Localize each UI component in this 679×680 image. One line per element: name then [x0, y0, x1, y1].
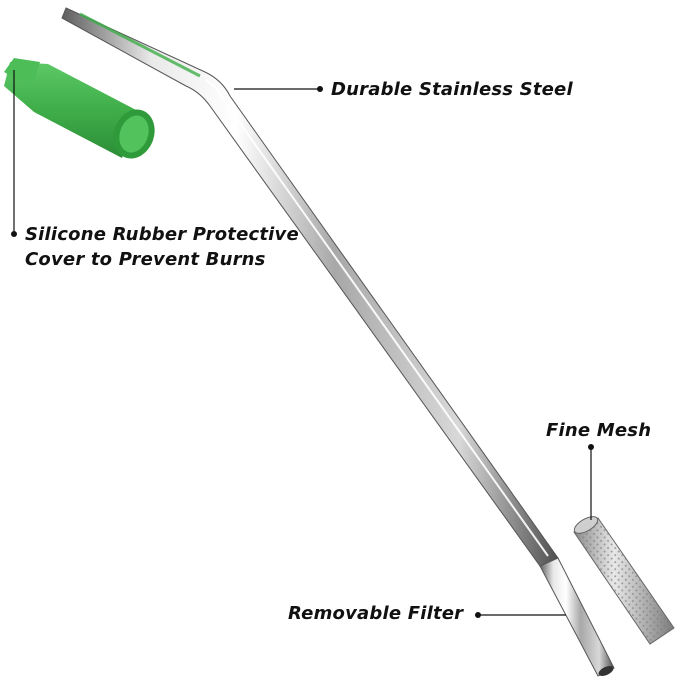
label-removable-filter: Removable Filter: [288, 603, 464, 624]
label-fine-mesh: Fine Mesh: [546, 420, 652, 441]
label-durable-stainless-steel: Durable Stainless Steel: [331, 79, 573, 100]
callout-filter: [475, 612, 566, 618]
silicone-cover: [4, 58, 155, 159]
removable-filter: [539, 557, 615, 677]
label-silicone-cover-line1: Silicone Rubber Protective: [25, 224, 299, 245]
label-silicone-cover-line2: Cover to Prevent Burns: [25, 249, 266, 270]
callout-mesh: [588, 444, 594, 520]
label-silicone-cover: Silicone Rubber Protective Cover to Prev…: [25, 222, 299, 272]
fine-mesh-piece: [573, 516, 675, 645]
callout-steel: [234, 86, 323, 92]
callout-cover: [11, 70, 17, 237]
